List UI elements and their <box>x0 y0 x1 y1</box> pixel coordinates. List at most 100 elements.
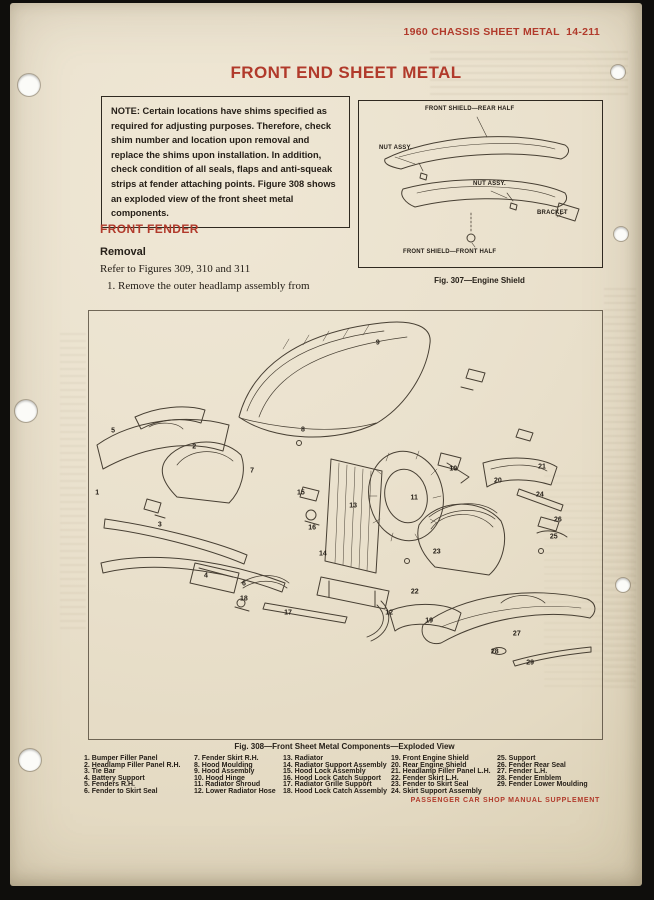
label-front-shield-rear-half: FRONT SHIELD—REAR HALF <box>425 106 515 112</box>
exploded-view-callout-13: 13 <box>349 502 358 510</box>
exploded-view-callout-1: 1 <box>95 489 100 497</box>
part-item-27: 27. Fender L.H. <box>497 768 548 776</box>
body-text-step-1: 1. Remove the outer headlamp assembly fr… <box>107 280 310 292</box>
part-item-11: 11. Radiator Shroud <box>194 781 261 789</box>
part-item-4: 4. Battery Support <box>84 774 145 782</box>
bleedthrough-texture <box>604 288 636 688</box>
punch-hole <box>15 400 37 422</box>
subsection-removal: Removal <box>100 246 146 258</box>
exploded-view-callout-7: 7 <box>250 467 255 475</box>
exploded-view-callout-3: 3 <box>157 521 162 529</box>
manual-page: 1960 CHASSIS SHEET METAL 14-211 FRONT EN… <box>10 3 642 886</box>
part-item-15: 15. Hood Lock Assembly <box>283 768 366 776</box>
hood-shape <box>238 321 431 438</box>
exploded-view-callout-16: 16 <box>308 524 317 532</box>
part-item-25: 25. Support <box>497 755 536 762</box>
tie-bar-and-bumper-filler-shapes <box>100 518 348 624</box>
exploded-view-callout-10: 10 <box>449 465 458 473</box>
footer-text: PASSENGER CAR SHOP MANUAL SUPPLEMENT <box>410 797 600 804</box>
exploded-view-callout-9: 9 <box>375 339 380 347</box>
exploded-view-callout-19: 19 <box>425 617 434 625</box>
note-text: NOTE: Certain locations have shims speci… <box>111 106 336 219</box>
exploded-view-callout-27: 27 <box>512 630 521 638</box>
part-item-5: 5. Fenders R.H. <box>84 781 135 789</box>
part-item-1: 1. Bumper Filler Panel <box>84 755 158 762</box>
exploded-view-callout-14: 14 <box>319 550 327 558</box>
label-front-shield-front-half: FRONT SHIELD—FRONT HALF <box>403 249 497 255</box>
figure-308-caption: Fig. 308—Front Sheet Metal Components—Ex… <box>234 742 455 751</box>
part-item-26: 26. Fender Rear Seal <box>497 761 566 769</box>
exploded-view-callout-8: 8 <box>300 426 305 434</box>
left-hand-fender-shapes <box>366 452 596 667</box>
exploded-view-callout-4: 4 <box>204 572 208 580</box>
exploded-view-callout-25: 25 <box>549 533 558 541</box>
part-item-21: 21. Headlamp Filler Panel L.H. <box>391 768 491 776</box>
part-item-9: 9. Hood Assembly <box>194 768 255 776</box>
body-text-refer: Refer to Figures 309, 310 and 311 <box>100 263 251 275</box>
part-item-22: 22. Fender Skirt L.H. <box>391 774 459 782</box>
exploded-view-callout-2: 2 <box>192 443 197 451</box>
exploded-view-callout-11: 11 <box>410 494 418 502</box>
part-item-19: 19. Front Engine Shield <box>391 755 469 762</box>
exploded-view-callout-5: 5 <box>111 427 116 435</box>
bleedthrough-texture <box>60 333 86 633</box>
part-item-12: 12. Lower Radiator Hose <box>194 787 276 795</box>
page-title: FRONT END SHEET METAL <box>230 63 462 82</box>
exploded-view-callout-12: 12 <box>385 609 393 617</box>
exploded-view-callout-28: 28 <box>490 648 499 656</box>
part-item-17: 17. Radiator Grille Support <box>283 781 372 789</box>
section-heading-front-fender: FRONT FENDER <box>100 222 199 236</box>
exploded-view-callout-15: 15 <box>296 489 305 497</box>
exploded-view-callout-24: 24 <box>536 491 544 499</box>
exploded-view-callout-21: 21 <box>538 463 546 471</box>
part-item-29: 29. Fender Lower Moulding <box>497 781 588 789</box>
punch-hole <box>614 227 628 241</box>
running-head: 1960 CHASSIS SHEET METAL 14-211 <box>403 26 600 38</box>
part-item-8: 8. Hood Moulding <box>194 761 253 769</box>
right-hand-fender-shapes <box>96 406 244 519</box>
punch-hole <box>18 74 40 96</box>
part-item-13: 13. Radiator <box>283 755 324 762</box>
small-bracket-shapes <box>296 368 544 564</box>
punch-hole <box>611 65 625 79</box>
exploded-view-callout-22: 22 <box>410 588 419 596</box>
part-item-23: 23. Fender to Skirt Seal <box>391 781 469 789</box>
label-bracket: BRACKET <box>537 210 568 216</box>
part-item-6: 6. Fender to Skirt Seal <box>84 787 158 795</box>
part-item-14: 14. Radiator Support Assembly <box>283 761 387 769</box>
figure-307-caption: Fig. 307—Engine Shield <box>434 276 525 285</box>
exploded-view-callout-6: 6 <box>241 580 246 588</box>
punch-hole <box>19 749 41 771</box>
engine-shield-illustration <box>384 116 580 248</box>
exploded-view-callout-17: 17 <box>284 609 292 617</box>
punch-hole <box>616 578 630 592</box>
radiator-shapes <box>299 450 444 610</box>
figure-307-engine-shield: FRONT SHIELD—REAR HALF NUT ASSY. NUT ASS… <box>358 100 603 268</box>
exploded-view-callout-23: 23 <box>432 548 441 556</box>
label-nut-assy-right: NUT ASSY. <box>473 181 506 187</box>
part-item-2: 2. Headlamp Filler Panel R.H. <box>84 761 181 769</box>
part-item-28: 28. Fender Emblem <box>497 774 562 782</box>
label-nut-assy-left: NUT ASSY. <box>379 145 412 151</box>
part-item-16: 16. Hood Lock Catch Support <box>283 774 382 782</box>
exploded-view-callout-20: 20 <box>493 477 502 485</box>
exploded-view-callout-18: 18 <box>240 595 248 603</box>
part-item-20: 20. Rear Engine Shield <box>391 761 467 769</box>
part-item-7: 7. Fender Skirt R.H. <box>194 755 259 762</box>
part-item-10: 10. Hood Hinge <box>194 774 245 782</box>
exploded-view-callout-29: 29 <box>526 659 535 667</box>
exploded-view-illustration <box>96 321 596 667</box>
note-box: NOTE: Certain locations have shims speci… <box>101 96 350 228</box>
part-item-18: 18. Hood Lock Catch Assembly <box>283 787 387 795</box>
part-item-3: 3. Tie Bar <box>84 768 116 776</box>
part-item-24: 24. Skirt Support Assembly <box>391 787 482 795</box>
exploded-view-callout-26: 26 <box>553 516 562 524</box>
